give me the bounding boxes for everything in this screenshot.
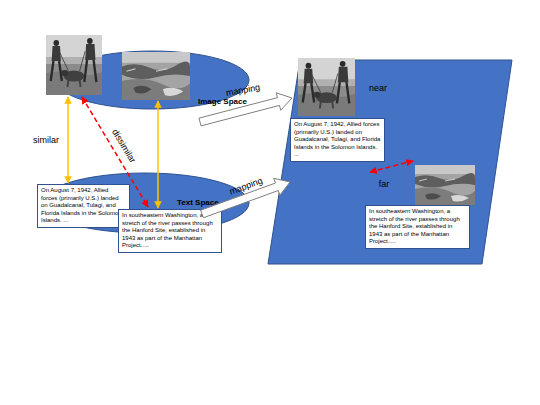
relation-label: near [369,83,387,93]
dissimilar-arrow [82,97,148,207]
space-label: Image Space [198,97,247,106]
common-space-parallelogram [268,60,512,264]
text-box: In southeastern Washington, a stretch of… [365,205,470,249]
beach-photo [46,35,102,95]
passage-text: In southeastern Washington, a stretch of… [369,208,466,246]
space-ellipse: Image Space [55,50,250,110]
space-label: Text Space [177,198,219,207]
passage-text: In southeastern Washington, a stretch of… [122,212,218,250]
far-arrow [370,161,413,172]
mapping-block-arrow [199,93,292,126]
mapping-label: mapping [228,175,264,196]
aerial-photo [415,165,475,205]
passage-text: On August 7, 1942, Allied forces (primar… [41,187,126,225]
beach-photo [298,58,355,116]
mapping-label: mapping [225,82,261,98]
text-box: On August 7, 1942, Allied forces (primar… [37,184,130,228]
space-ellipse: Text Space On August 7, 1942, Allied forc… [40,172,250,234]
ellipse-shape [56,51,249,109]
relation-label: similar [33,135,59,145]
relation-label: far [379,179,390,189]
relation-label: dissimilar [110,127,138,164]
text-box: On August 7, 1942, Allied forces (primar… [290,118,385,162]
text-box: In southeastern Washington, a stretch of… [118,209,222,253]
similar-arrow [67,97,69,183]
aerial-photo [122,52,190,100]
similar-arrow [157,101,159,208]
passage-text: On August 7, 1942, Allied forces (primar… [294,121,381,159]
